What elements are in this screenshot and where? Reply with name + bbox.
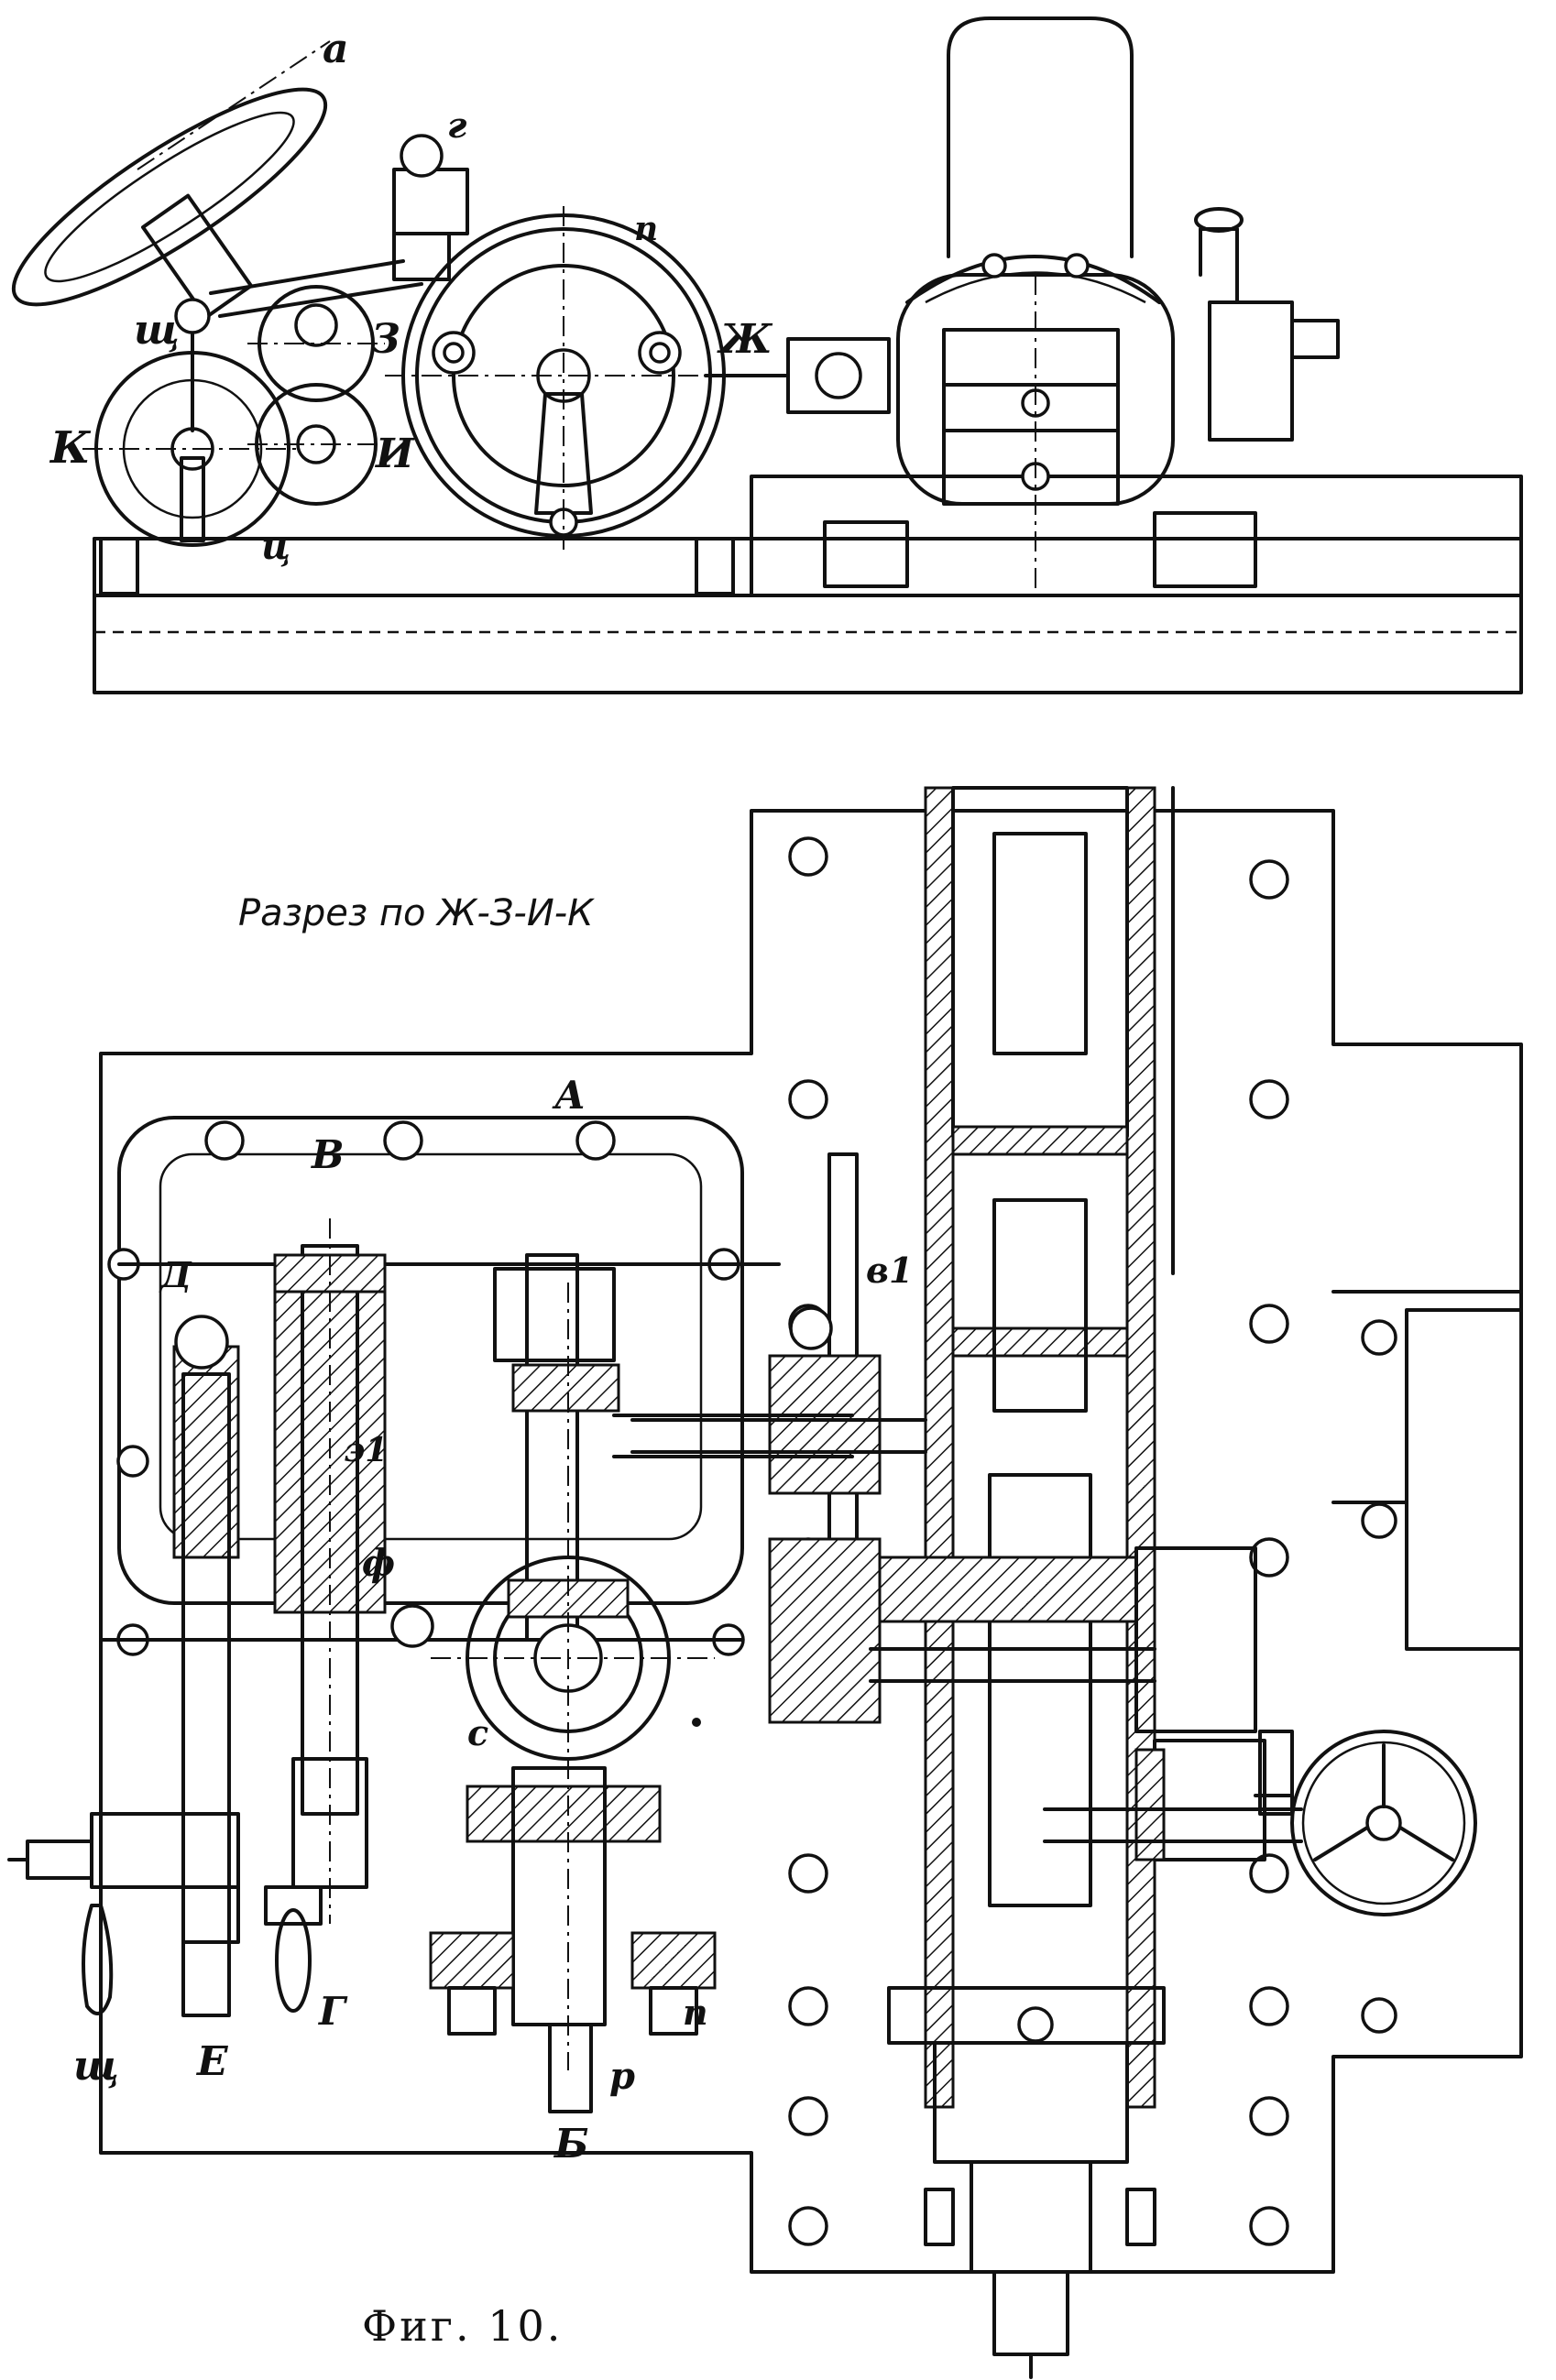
label-i: И [374,431,415,477]
label-sch2: щ [73,2043,119,2090]
right-gearbox [1043,1546,1477,1916]
label-a: a [323,26,349,72]
lever-v1 [630,1152,1156,1724]
vertical-column [878,786,1175,2379]
label-A: А [552,1073,586,1118]
section-view: А В Д в1 э1 ф с щ Е Г р п Б [7,786,1523,2379]
big-wheel-n [385,206,733,550]
base-plate-outline [99,809,1523,2274]
base-frame [93,475,1523,694]
label-zh: Ж [717,316,773,363]
handwheel-a [11,40,423,320]
label-p: р [609,2055,635,2098]
gear-i [247,383,385,506]
label-s: с [467,1712,488,1753]
section-title: Разрез по Ж-З-И-К [238,892,595,934]
gearbox-housing [99,1116,781,1656]
label-ts: ц [261,525,290,568]
label-v1: в1 [866,1250,913,1291]
gear-k [82,298,302,547]
label-G: Г [318,1989,348,2034]
shafts-left [7,1218,387,2017]
stud-g [392,134,469,281]
label-g: г [447,104,466,146]
elevation-view: a г п Ж щ З К И ц [11,16,1523,694]
label-n: п [634,210,658,248]
label-z: З [371,316,400,363]
label-D: Д [159,1254,192,1295]
gear-z [247,285,385,402]
label-V: В [311,1132,345,1177]
label-B: Б [553,2121,589,2167]
label-n2: п [683,1992,708,2033]
label-sch: щ [134,307,180,354]
label-f: ф [362,1542,395,1585]
shaft-central [390,1253,854,2113]
label-k: К [49,422,92,474]
figure-caption: Фиг. 10. [362,2301,563,2351]
label-E: Е [195,2038,229,2085]
label-e1: э1 [344,1431,388,1469]
motor-housing [704,16,1340,595]
